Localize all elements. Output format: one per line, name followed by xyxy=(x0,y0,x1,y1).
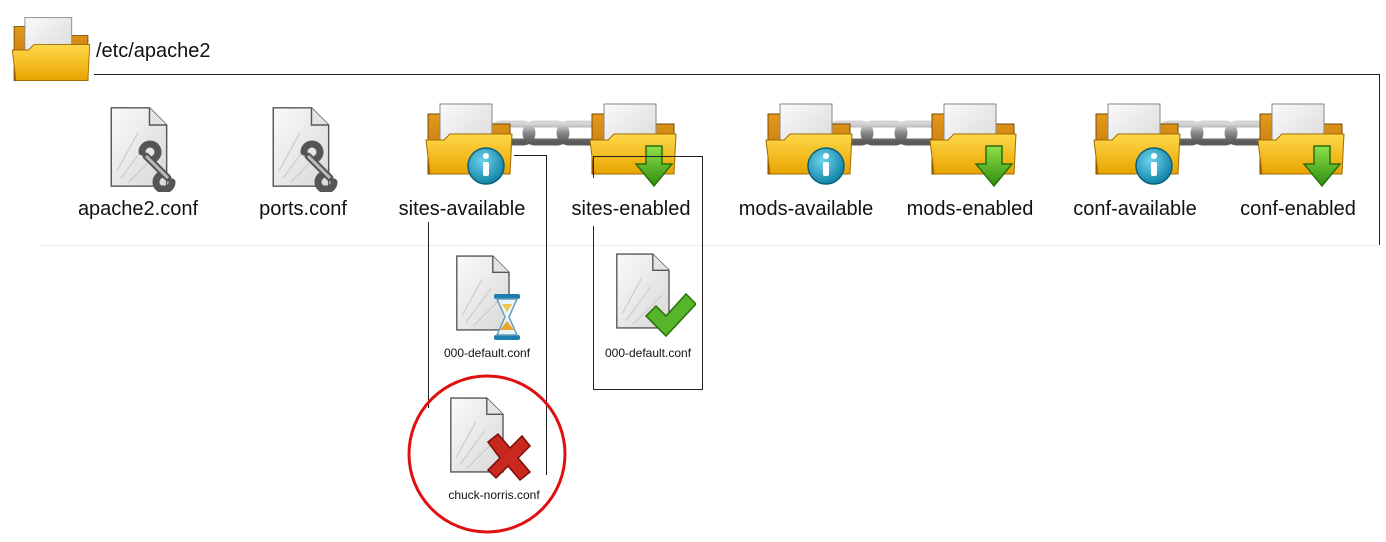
folder-arrow-down-icon[interactable] xyxy=(928,100,1028,190)
folder-info-icon[interactable] xyxy=(764,100,864,188)
item-label: conf-available xyxy=(1073,198,1197,220)
file-label: 000-default.conf xyxy=(604,346,692,360)
root-bracket-top xyxy=(94,74,1380,75)
sites-enabled-tree-box xyxy=(593,156,703,390)
sites-available-tree-top xyxy=(514,155,547,156)
file-checkmark-icon[interactable] xyxy=(606,250,698,340)
item-label: mods-available xyxy=(738,198,874,220)
sites-available-tree-left xyxy=(428,222,429,408)
item-label: ports.conf xyxy=(259,198,347,220)
root-bracket-bottom xyxy=(40,245,1380,246)
highlight-circle-icon xyxy=(406,373,568,535)
item-label: apache2.conf xyxy=(77,198,199,220)
item-label: mods-enabled xyxy=(906,198,1034,220)
file-label: 000-default.conf xyxy=(443,346,531,360)
sites-enabled-tree-top-left xyxy=(593,156,594,178)
folder-info-icon[interactable] xyxy=(424,100,524,188)
folder-arrow-down-icon[interactable] xyxy=(588,100,688,190)
folder-info-icon[interactable] xyxy=(1092,100,1192,188)
file-hourglass-icon[interactable] xyxy=(446,252,530,342)
file-label: chuck-norris.conf xyxy=(448,488,540,502)
config-file-icon[interactable] xyxy=(260,104,344,194)
config-file-icon[interactable] xyxy=(98,104,182,194)
sites-enabled-tree-left xyxy=(593,226,594,390)
file-red-x-icon[interactable] xyxy=(440,394,536,484)
folder-arrow-down-icon[interactable] xyxy=(1256,100,1356,190)
root-bracket-right xyxy=(1379,74,1380,246)
sites-available-tree-right xyxy=(546,155,547,475)
item-label: sites-enabled xyxy=(571,198,691,220)
root-folder-icon[interactable] xyxy=(10,14,92,86)
root-path: /etc/apache2 xyxy=(96,40,211,62)
item-label: conf-enabled xyxy=(1240,198,1356,220)
item-label: sites-available xyxy=(398,198,526,220)
